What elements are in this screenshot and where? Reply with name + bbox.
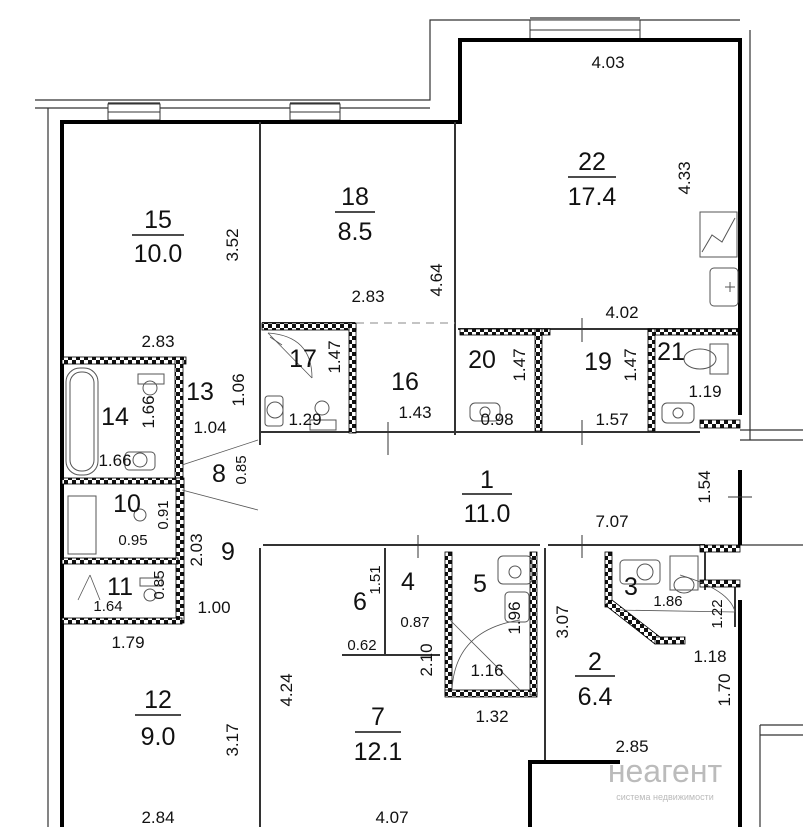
dim-1-22: 1.22 [709,599,726,628]
hatched-partitions [61,322,741,698]
room-18-number: 18 [341,183,369,211]
wall-ticks [387,318,752,558]
kitchen-sink-icon [709,267,739,307]
dim-1-64: 1.64 [93,598,122,615]
dim-2-03: 2.03 [187,533,206,566]
dim-0-91: 0.91 [155,500,172,529]
bathtub-icon [65,367,99,476]
room-11-number: 11 [107,573,133,601]
watermark: неагент система недвижимости [608,753,723,802]
room-6-number: 6 [353,588,367,616]
dim-1-04: 1.04 [193,418,226,437]
dim-2-83-top: 2.83 [351,287,384,306]
room-18-area: 8.5 [338,218,373,246]
room-7-area: 12.1 [354,738,403,766]
dim-1-47-a: 1.47 [325,340,344,373]
room-12-number: 12 [144,686,172,714]
dim-1-47-c: 1.47 [621,348,640,381]
room-22-number: 22 [578,148,606,176]
dim-4-02: 4.02 [605,303,638,322]
watermark-title: неагент [608,753,723,789]
room-1-number: 1 [480,466,494,494]
dim-1-18: 1.18 [693,647,726,666]
dim-4-07: 4.07 [375,808,408,827]
watermark-subtitle: система недвижимости [616,792,713,802]
dim-1-96: 1.96 [505,601,524,634]
dim-4-03: 4.03 [591,53,624,72]
room-8-number: 8 [212,460,226,488]
room-14-number: 14 [101,403,129,431]
room-19-number: 19 [584,348,612,376]
exterior-walls [60,38,742,827]
dim-1-57: 1.57 [595,410,628,429]
dimension-labels: 4.03 4.33 4.02 4.64 2.83 3.52 2.83 1.06 … [93,53,734,827]
dim-1-86: 1.86 [653,593,682,610]
room-1-area: 11.0 [464,500,511,528]
dim-4-24: 4.24 [277,673,296,706]
dim-1-66-horiz: 1.66 [98,451,131,470]
toilet-icon [142,380,158,396]
dim-1-16: 1.16 [470,661,503,680]
room-2-area: 6.4 [578,683,613,711]
dim-1-47-b: 1.47 [510,348,529,381]
room-labels: 22 17.4 15 10.0 18 8.5 12 9.0 7 12.1 1 1… [101,148,685,766]
dim-0-87: 0.87 [400,614,429,631]
dim-0-95: 0.95 [118,532,147,549]
room-12-area: 9.0 [141,723,176,751]
sink-icon-20 [469,402,501,422]
room-2-number: 2 [588,648,602,676]
dim-0-98: 0.98 [480,410,513,429]
dim-3-17: 3.17 [223,723,242,756]
room-7-number: 7 [371,703,385,731]
room-16-number: 16 [391,368,419,396]
room-9-number: 9 [221,538,235,566]
dim-1-79: 1.79 [111,633,144,652]
dim-1-70: 1.70 [715,673,734,706]
dim-7-07: 7.07 [595,512,628,531]
dim-2-84: 2.84 [141,808,174,827]
room-15-area: 10.0 [134,240,183,268]
room-22-area: 17.4 [568,183,617,211]
dim-4-33: 4.33 [675,161,694,194]
dim-4-64: 4.64 [427,263,446,296]
dim-1-32: 1.32 [475,707,508,726]
room-4-number: 4 [401,568,415,596]
room-17-number: 17 [289,345,317,373]
dim-1-43: 1.43 [398,403,431,422]
room-20-number: 20 [468,346,496,374]
sink-icon [132,452,148,468]
fixtures [65,211,739,623]
dim-0-85-a: 0.85 [233,455,250,484]
room-21-number: 21 [657,338,685,366]
dim-2-10: 2.10 [417,643,436,676]
dim-1-54: 1.54 [695,470,714,503]
dim-0-85-b: 0.85 [151,570,168,599]
dim-2-83-left: 2.83 [141,332,174,351]
dim-2-85: 2.85 [615,737,648,756]
room-10-number: 10 [113,490,141,518]
dim-3-07: 3.07 [553,605,572,638]
dim-1-29: 1.29 [288,410,321,429]
dim-0-62: 0.62 [347,637,376,654]
dim-3-52: 3.52 [223,228,242,261]
dim-1-00: 1.00 [197,598,230,617]
room-15-number: 15 [144,206,172,234]
windows [107,19,641,121]
room-5-number: 5 [473,570,487,598]
dim-1-66-vert: 1.66 [139,395,158,428]
dim-1-06: 1.06 [229,373,248,406]
toilet-icon-21 [709,343,729,375]
dim-1-51: 1.51 [367,565,384,594]
room-3-number: 3 [624,573,638,601]
room-13-number: 13 [186,378,214,406]
stove-icon [699,211,738,258]
dim-1-19: 1.19 [688,382,721,401]
